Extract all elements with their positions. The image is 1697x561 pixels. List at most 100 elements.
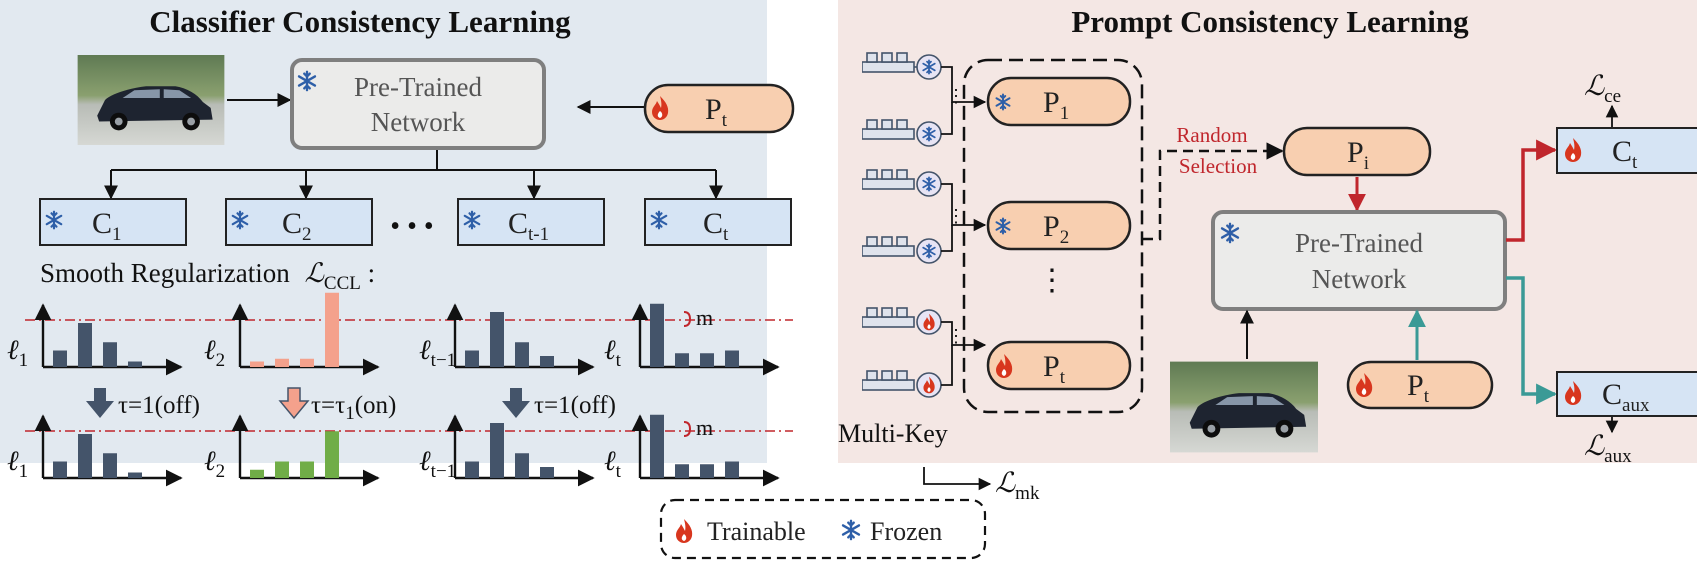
classifier-label: Ct <box>1612 135 1638 173</box>
key-tag <box>862 236 915 257</box>
histogram-bar <box>250 469 264 478</box>
histogram-3-after: ℓt−1 <box>419 414 595 487</box>
margin-bracket <box>683 311 692 327</box>
prompt-label: P2 <box>1043 210 1069 248</box>
histogram-bar <box>128 472 142 478</box>
histogram-bar <box>78 434 92 478</box>
prompt-label: Pi <box>1347 136 1369 174</box>
network-to-classifier-arrows <box>104 150 723 200</box>
histogram-label: ℓt−1 <box>419 446 456 482</box>
smooth-regularization-label: Smooth Regularization ℒCCL : <box>40 258 375 294</box>
margin-label: m <box>696 415 713 440</box>
histogram-bar <box>700 464 714 478</box>
classifier-ct-right: Ct <box>1556 127 1697 174</box>
histogram-bar <box>675 464 689 478</box>
random-selection-label-line1: Random <box>1176 123 1247 147</box>
histogram-bar <box>650 414 664 478</box>
histogram-3-before: ℓt−1 <box>419 303 595 376</box>
histogram-bar <box>103 342 117 367</box>
vdots-pool: ⋮ <box>1037 264 1067 297</box>
classifier-label: C1 <box>92 207 122 245</box>
prompt-pt-label: Pt <box>705 93 728 131</box>
histogram-bar <box>53 461 67 478</box>
prompt-pi: Pi <box>1282 126 1432 177</box>
histogram-bar <box>725 461 739 478</box>
legend-frozen: Frozen <box>870 517 942 546</box>
histogram-4-after: ℓt <box>604 414 780 487</box>
car-image <box>77 55 225 145</box>
left-panel: Classifier Consistency Learning Pre-Trai… <box>0 0 795 487</box>
network-label-line1: Pre-Trained <box>354 72 482 102</box>
histogram-bar <box>128 361 142 367</box>
histogram-2-before: ℓ2 <box>204 292 380 376</box>
tau-arrow-1: τ=1(off) <box>86 388 200 419</box>
prompt-label: Pt <box>1407 369 1430 407</box>
histogram-bar <box>515 342 529 367</box>
histogram-bar <box>300 461 314 478</box>
histogram-bar <box>700 353 714 367</box>
histogram-label: ℓt <box>604 446 622 482</box>
tau-arrow-3: τ=1(off) <box>502 388 616 419</box>
histogram-bar <box>675 353 689 367</box>
prompt-label: Pt <box>1043 350 1066 388</box>
classifier-aux: Caux <box>1556 371 1697 417</box>
histogram-label: ℓ2 <box>204 335 225 371</box>
histogram-bar <box>103 453 117 478</box>
right-panel-title: Prompt Consistency Learning <box>1071 4 1469 39</box>
pretrained-network: Pre-Trained Network <box>290 58 546 150</box>
histogram-bar <box>250 361 264 367</box>
histogram-2-after: ℓ2 <box>204 414 380 487</box>
histogram-bar <box>650 303 664 367</box>
histogram-bar <box>515 453 529 478</box>
histogram-bar <box>275 358 289 367</box>
tau-arrow-2: τ=τ1(on) <box>278 387 396 424</box>
vdots: ⋮ <box>947 86 965 106</box>
prompt-pool <box>962 58 1144 414</box>
classifier-label: C2 <box>282 207 312 245</box>
histogram-label: ℓ1 <box>7 446 28 482</box>
histogram-bar <box>325 292 339 367</box>
prompt-p1: P1 <box>986 76 1132 127</box>
histogram-bar <box>465 350 479 367</box>
classifier-label: Caux <box>1602 378 1650 416</box>
histogram-bar <box>540 467 554 478</box>
histogram-bar <box>275 461 289 478</box>
classifier-ellipsis: • • • <box>390 211 433 242</box>
classifier-label: Ct-1 <box>508 207 549 245</box>
margin-label: m <box>696 305 713 330</box>
network-label-line2: Network <box>1312 264 1407 294</box>
network-label-line1: Pre-Trained <box>1295 228 1423 258</box>
classifier-ct: Ct <box>644 198 792 246</box>
histogram-label: ℓt <box>604 335 622 371</box>
pretrained-network-right: Pre-Trained Network <box>1211 210 1507 311</box>
key-tag <box>862 119 915 140</box>
histogram-bar <box>725 350 739 367</box>
classifier-c1: C1 <box>39 198 187 246</box>
histogram-1-after: ℓ1 <box>7 414 183 487</box>
key-tag <box>862 307 915 328</box>
histogram-bar <box>325 431 339 478</box>
histogram-bar <box>78 323 92 367</box>
histogram-label: ℓt−1 <box>419 335 456 371</box>
multi-key-label: Multi-Key <box>838 419 948 448</box>
histogram-bar <box>490 312 504 367</box>
right-panel: Prompt Consistency Learning <box>838 0 1697 504</box>
prompt-pt-left: Pt <box>643 83 795 134</box>
histogram-bar <box>490 423 504 478</box>
classifier-ct-1: Ct-1 <box>457 198 605 246</box>
key-tag <box>862 169 915 190</box>
key-tag <box>862 52 915 73</box>
network-label-line2: Network <box>371 107 466 137</box>
legend-trainable: Trainable <box>707 517 806 546</box>
histogram-bar <box>540 356 554 367</box>
car-image-right <box>1170 361 1318 453</box>
histogram-4-before: ℓt <box>604 303 780 376</box>
tau-label: τ=1(off) <box>118 392 200 419</box>
histogram-bar <box>465 461 479 478</box>
tau-label: τ=τ1(on) <box>311 392 396 424</box>
margin-bracket <box>683 421 692 437</box>
prompt-pt-pool: Pt <box>986 340 1132 391</box>
legend: Trainable Frozen <box>659 498 987 560</box>
